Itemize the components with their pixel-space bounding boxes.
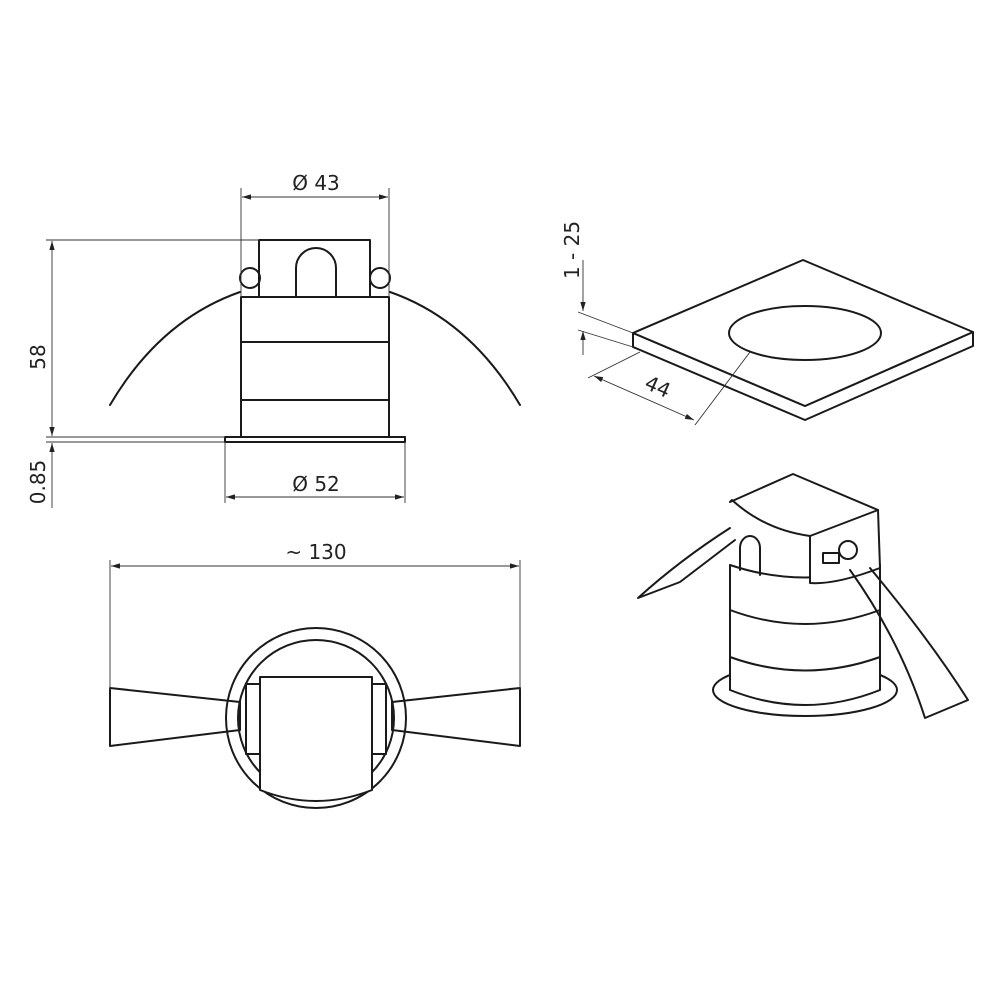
iso-terminal <box>838 540 858 560</box>
isometric-fixture <box>637 473 969 719</box>
housing <box>240 296 390 438</box>
top-view: ~ 130 <box>109 540 521 809</box>
dim-flange-diameter: Ø 52 <box>292 472 340 496</box>
dim-cutout: 44 <box>641 370 674 402</box>
right-spring <box>389 291 521 406</box>
driver-box-top <box>259 676 373 802</box>
front-view <box>109 239 521 443</box>
dim-height: 58 <box>26 344 50 369</box>
cable-opening <box>295 247 337 298</box>
front-dimensions: Ø 43 Ø 52 58 0.85 <box>26 171 406 508</box>
dim-ceiling-thickness: 1 - 25 <box>560 221 584 279</box>
left-spring <box>109 291 241 406</box>
dim-flange-thickness: 0.85 <box>26 460 50 505</box>
right-spring-top <box>391 687 521 747</box>
ceiling-plate-view: 1 - 25 44 <box>560 221 974 426</box>
dim-total-width: ~ 130 <box>285 540 346 564</box>
cutout-hole <box>728 305 882 361</box>
dim-top-diameter: Ø 43 <box>292 171 340 195</box>
iso-right-spring <box>849 567 969 719</box>
iso-driver-box <box>729 473 881 585</box>
left-spring-top <box>109 687 241 747</box>
driver-box <box>258 239 371 298</box>
iso-left-spring <box>637 527 736 599</box>
flange <box>224 436 406 443</box>
iso-housing <box>729 564 881 706</box>
